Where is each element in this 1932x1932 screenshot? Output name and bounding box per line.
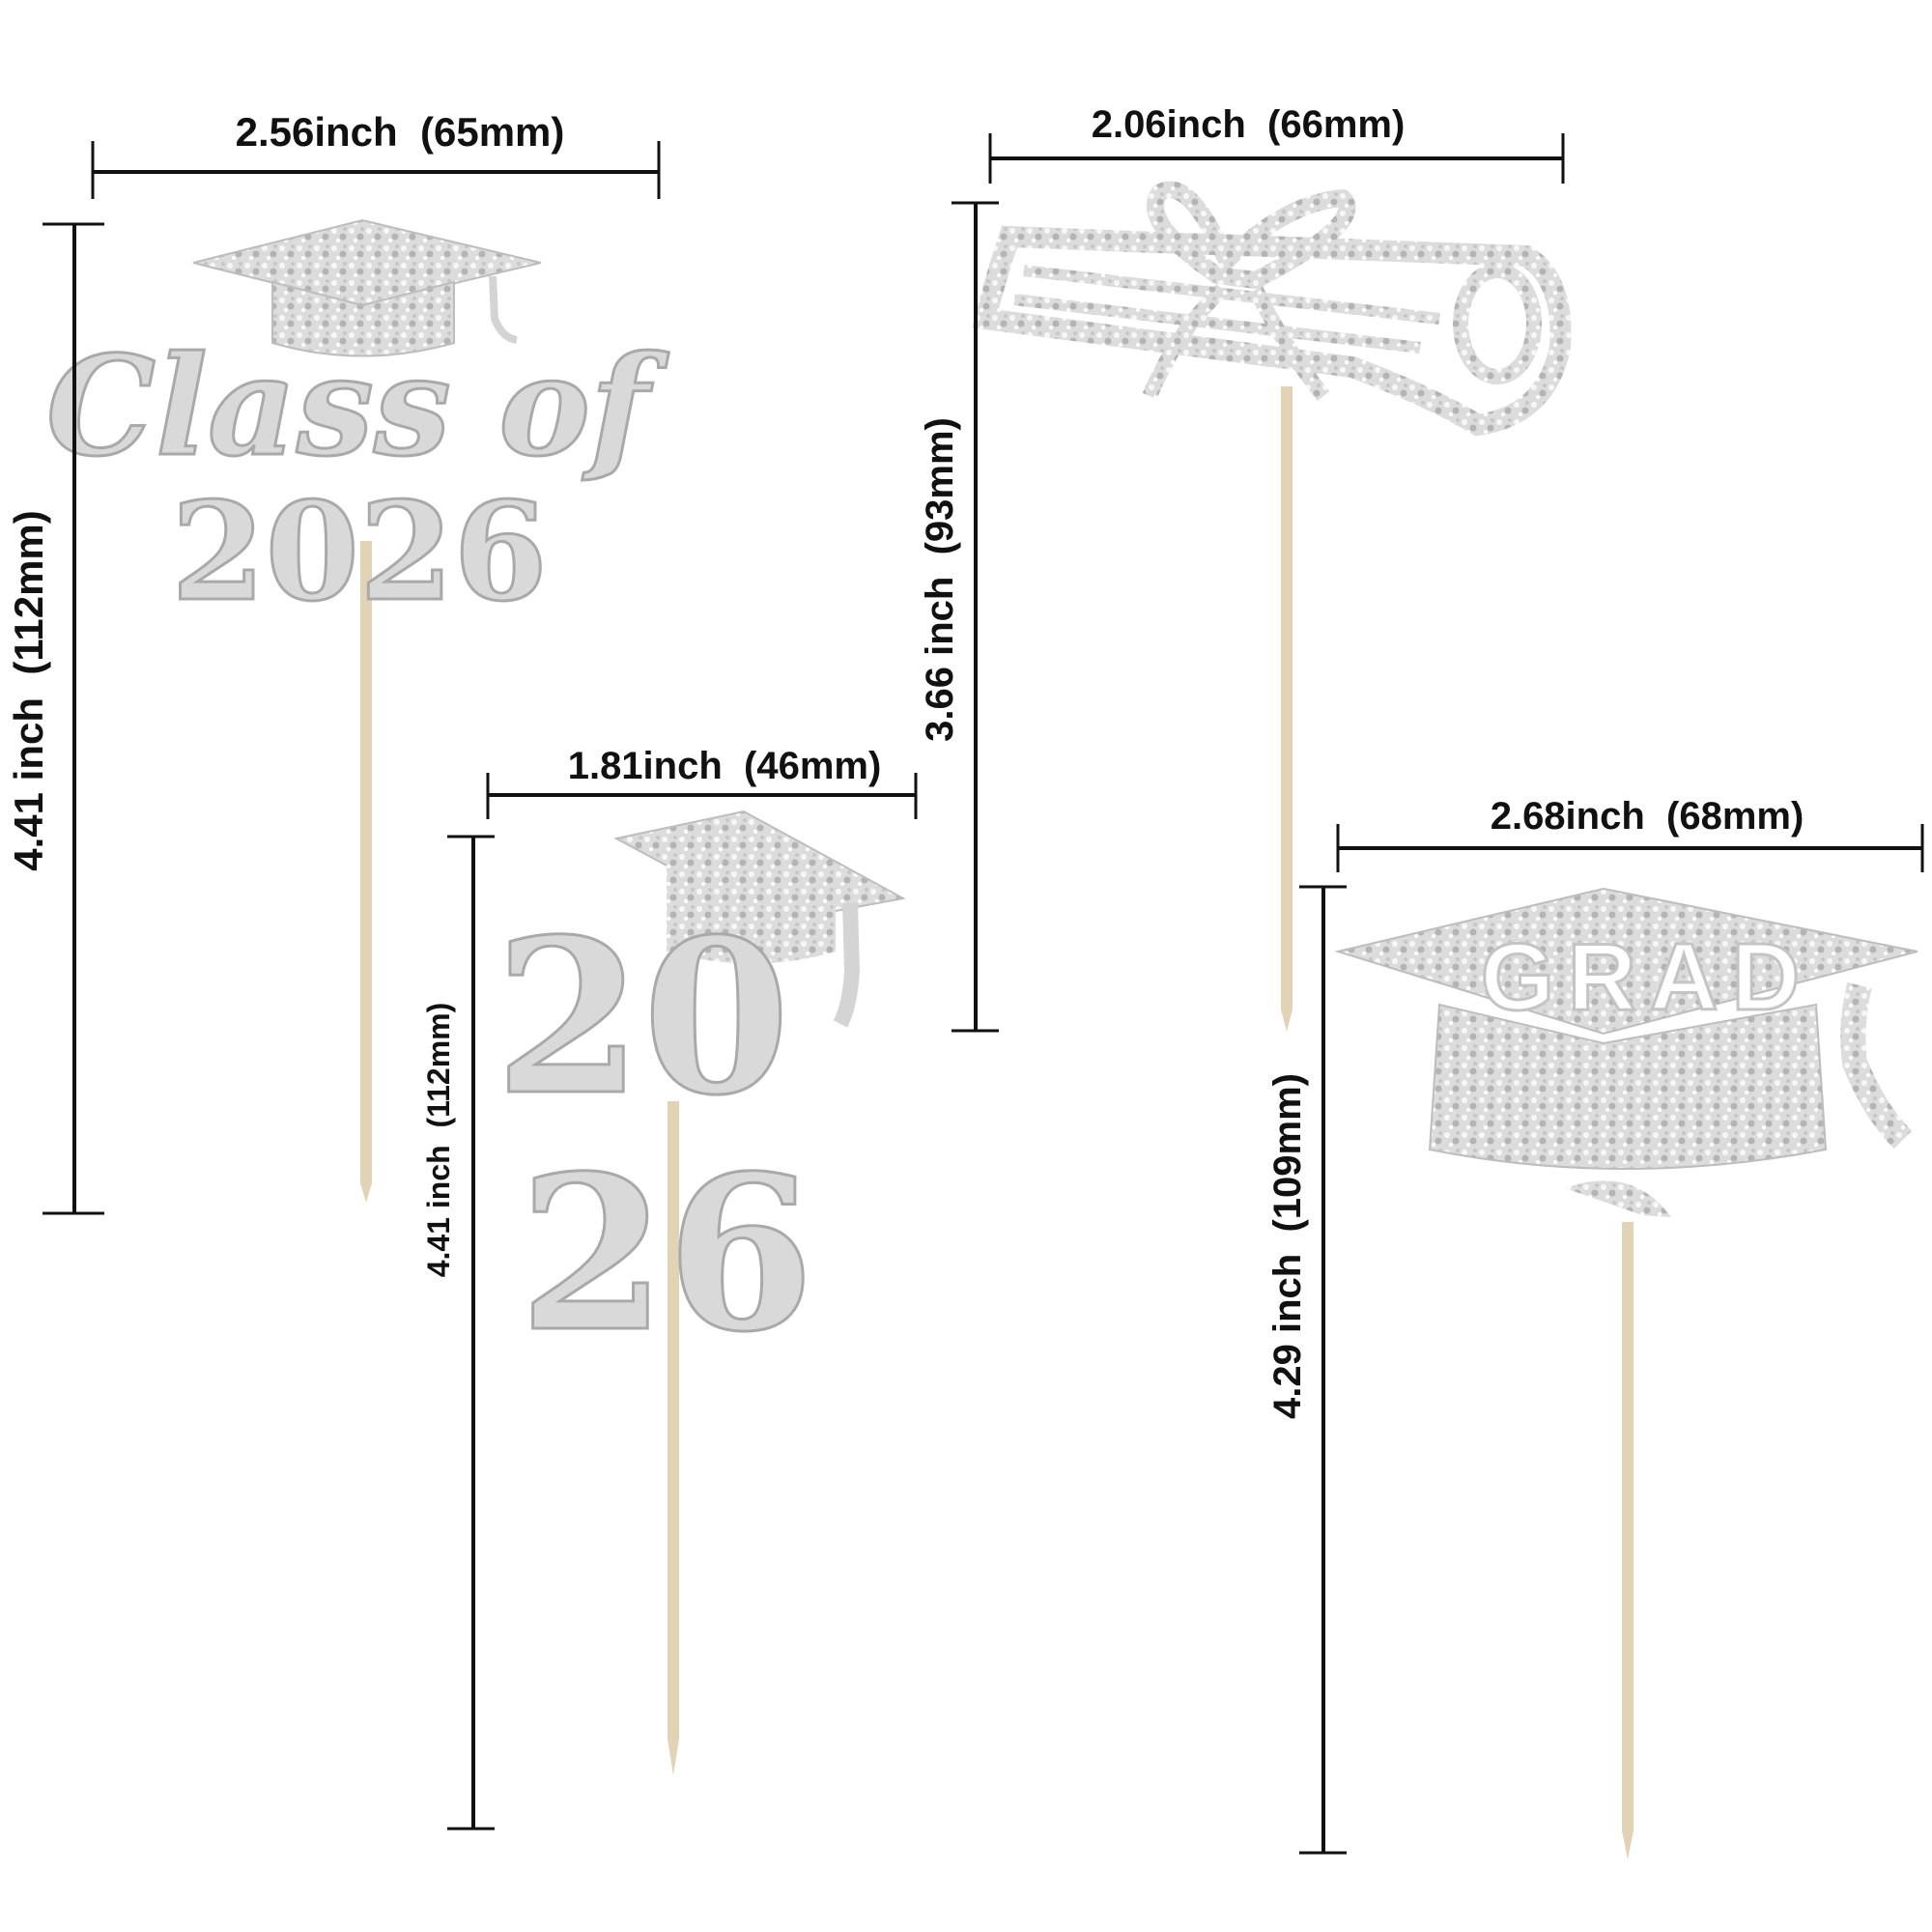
topper-stick [360,541,372,1183]
width-label: 1.81inch (46mm) [568,745,882,787]
height-label: 3.66 inch (93mm) [919,417,961,742]
width-label: 2.56inch (65mm) [236,109,565,155]
topper-year-line2: 26 [519,1128,814,1378]
topper-class-of-2026: Class of 2026 2.56inch (65mm) 4.41 inch … [6,109,670,1215]
diploma-scroll-icon [972,181,1572,437]
topper-stick [668,1101,679,1739]
topper-stick [1622,1222,1634,1831]
topper-stick-tip [1281,1009,1293,1032]
topper-2026: 20 26 1.81inch (46mm) 4.41 inch (112mm) [421,745,918,1831]
topper-grad: GRAD 2.68inch (68mm) 4.29 inch (109mm) [1266,795,1924,1860]
topper-year-text: 2026 [171,473,548,632]
graduation-cap-icon [613,810,906,1028]
height-label: 4.41 inch (112mm) [6,510,51,871]
topper-class-of-text: Class of [46,327,669,487]
topper-year-line1: 20 [495,892,790,1142]
width-label: 2.68inch (68mm) [1491,795,1804,838]
topper-stick [1281,386,1293,1009]
topper-stick-tip [360,1183,372,1203]
graduation-cap-icon [192,218,542,357]
topper-stick-tip [668,1739,679,1776]
topper-diploma: 2.06inch (66mm) 3.66 inch (93mm) [919,103,1572,1033]
width-label: 2.06inch (66mm) [1092,103,1406,146]
topper-stick-tip [1622,1831,1634,1860]
height-label: 4.41 inch (112mm) [421,1003,456,1278]
graduation-cap-icon [1334,887,1918,1217]
topper-grad-text: GRAD [1481,923,1814,1030]
height-label: 4.29 inch (109mm) [1266,1073,1309,1419]
